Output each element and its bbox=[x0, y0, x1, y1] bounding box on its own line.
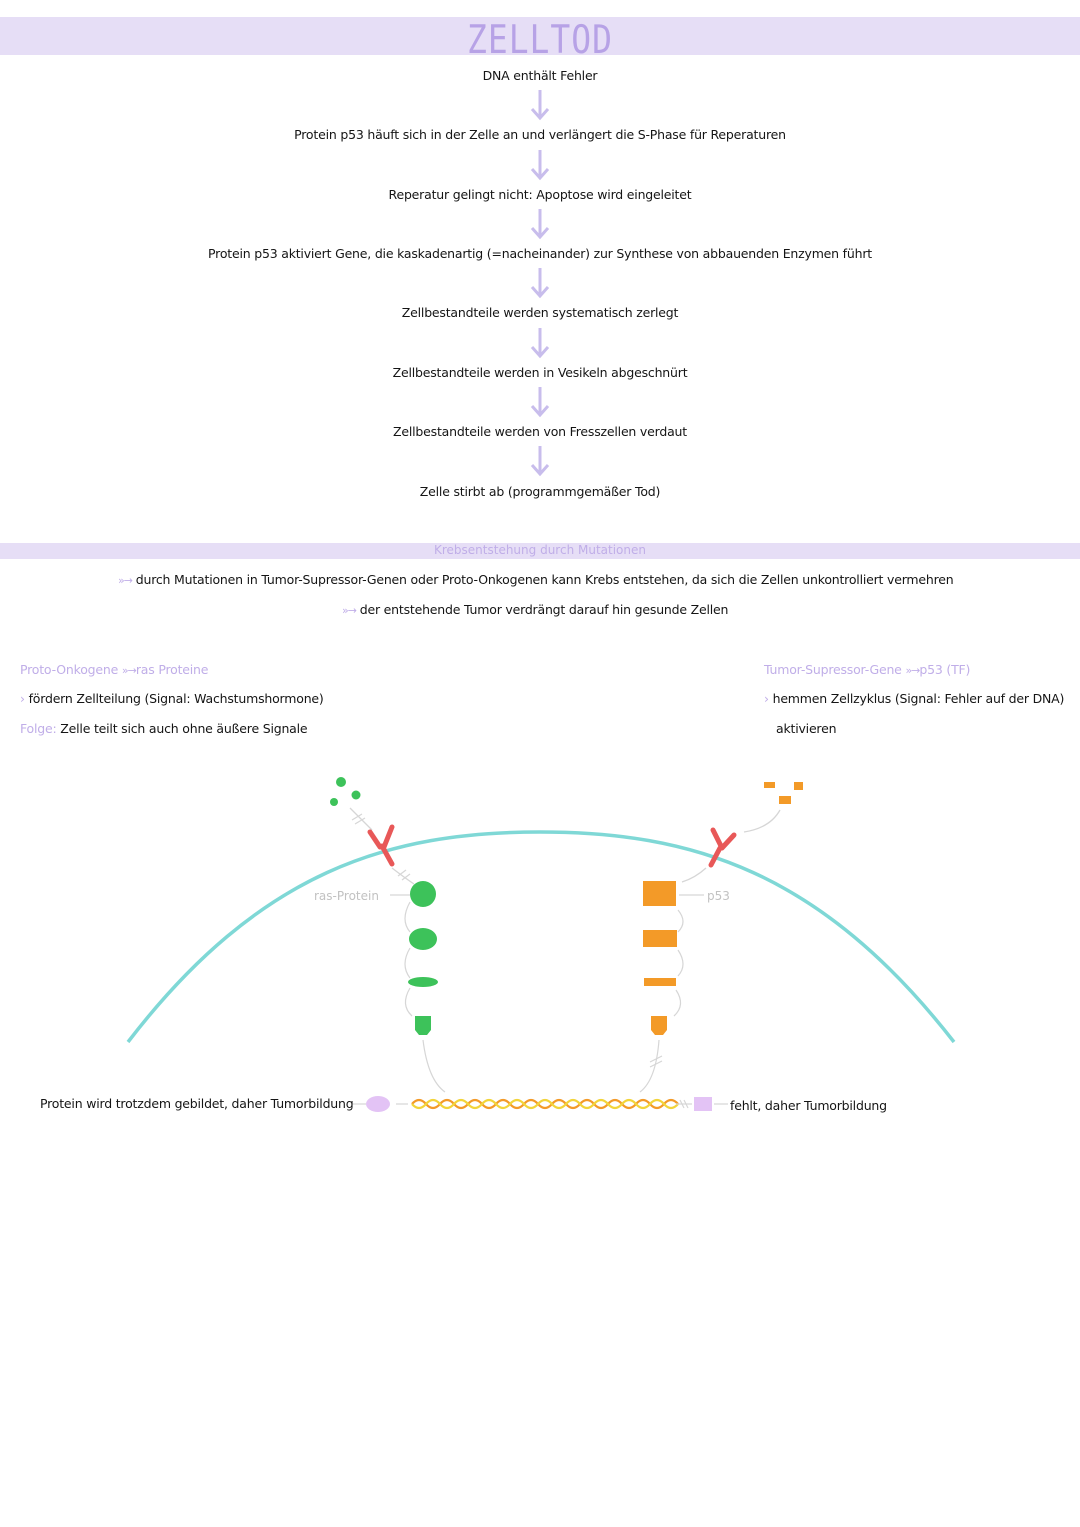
signal-square bbox=[794, 782, 803, 790]
krebs-line-2: »→ der entstehende Tumor verdrängt darau… bbox=[342, 602, 728, 617]
down-arrow-icon bbox=[530, 268, 550, 299]
down-arrow-icon bbox=[530, 209, 550, 240]
right-result-text: fehlt, daher Tumorbildung bbox=[730, 1098, 887, 1113]
flow-step-1: DNA enthält Fehler bbox=[482, 68, 598, 83]
section-heading: Krebsentstehung durch Mutationen bbox=[434, 543, 646, 557]
signal-dot bbox=[330, 798, 338, 806]
signal-square bbox=[779, 796, 791, 804]
left-result-text: Protein wird trotzdem gebildet, daher Tu… bbox=[40, 1096, 353, 1111]
down-arrow-icon bbox=[530, 446, 550, 477]
ras-protein-shape bbox=[410, 881, 436, 907]
ras-protein-shape bbox=[408, 977, 438, 987]
right-bullet-cont: aktivieren bbox=[776, 721, 837, 736]
signal-dot bbox=[336, 777, 346, 787]
ras-protein-shape bbox=[409, 928, 437, 950]
p53-protein-shape bbox=[643, 930, 677, 947]
krebs-line-1: »→ durch Mutationen in Tumor-Supressor-G… bbox=[118, 572, 954, 587]
right-heading: Tumor-Supressor-Gene »→p53 (TF) bbox=[764, 662, 970, 677]
ras-protein-shape bbox=[415, 1016, 431, 1035]
double-arrow-icon: »→ bbox=[121, 664, 137, 677]
krebs-line-1-text: durch Mutationen in Tumor-Supressor-Gene… bbox=[135, 572, 954, 587]
p53-label: p53 bbox=[707, 889, 730, 903]
down-arrow-icon bbox=[530, 387, 550, 418]
ras-protein-label: ras-Protein bbox=[314, 889, 379, 903]
right-heading-text: Tumor-Supressor-Gene bbox=[764, 662, 902, 677]
blocked-signal-arrow bbox=[349, 807, 373, 831]
left-heading: Proto-Onkogene »→ras Proteine bbox=[20, 662, 208, 677]
cell-membrane bbox=[126, 830, 956, 1044]
left-bullet-text: fördern Zellteilung (Signal: Wachstumsho… bbox=[28, 691, 324, 706]
flow-step-5: Zellbestandteile werden systematisch zer… bbox=[401, 305, 679, 320]
left-heading-target: ras Proteine bbox=[135, 662, 209, 677]
dna-strand bbox=[411, 1098, 679, 1110]
receptor-left bbox=[367, 824, 395, 867]
left-folge: Folge: Zelle teilt sich auch ohne äußere… bbox=[20, 721, 308, 736]
flow-step-3: Reperatur gelingt nicht: Apoptose wird e… bbox=[388, 187, 692, 202]
protein-result-left bbox=[366, 1096, 390, 1112]
double-arrow-icon: »→ bbox=[342, 604, 357, 617]
flow-step-8: Zelle stirbt ab (programmgemäßer Tod) bbox=[419, 484, 661, 499]
section-band bbox=[0, 543, 1080, 559]
double-arrow-icon: »→ bbox=[118, 574, 133, 587]
protein-result-right bbox=[694, 1097, 712, 1111]
left-bullet: › fördern Zellteilung (Signal: Wachstums… bbox=[20, 691, 324, 706]
page-title: ZELLTOD bbox=[466, 16, 614, 63]
flow-step-4: Protein p53 aktiviert Gene, die kaskaden… bbox=[208, 246, 872, 261]
down-arrow-icon bbox=[530, 150, 550, 181]
flow-step-6: Zellbestandteile werden in Vesikeln abge… bbox=[392, 365, 688, 380]
p53-protein-shape bbox=[651, 1016, 667, 1035]
p53-protein-shape bbox=[644, 978, 676, 986]
krebs-line-2-text: der entstehende Tumor verdrängt darauf h… bbox=[359, 602, 729, 617]
left-folge-label: Folge: bbox=[20, 721, 57, 736]
down-arrow-icon bbox=[530, 90, 550, 121]
right-bullet-text: hemmen Zellzyklus (Signal: Fehler auf de… bbox=[772, 691, 1065, 706]
double-arrow-icon: »→ bbox=[905, 664, 920, 677]
right-bullet: › hemmen Zellzyklus (Signal: Fehler auf … bbox=[764, 691, 1064, 706]
signal-square bbox=[764, 782, 775, 788]
receptor-right bbox=[708, 827, 737, 868]
left-heading-text: Proto-Onkogene bbox=[20, 662, 119, 677]
left-folge-text: Zelle teilt sich auch ohne äußere Signal… bbox=[60, 721, 308, 736]
down-arrow-icon bbox=[530, 328, 550, 359]
cell-diagram: ras-Protein p53 Protein wird trotzdem ge… bbox=[40, 777, 956, 1113]
bullet-icon: › bbox=[20, 691, 25, 706]
right-heading-target: p53 (TF) bbox=[919, 662, 971, 677]
title-band bbox=[0, 17, 1080, 55]
bullet-icon: › bbox=[764, 691, 769, 706]
flow-step-2: Protein p53 häuft sich in der Zelle an u… bbox=[294, 127, 786, 142]
flow-step-7: Zellbestandteile werden von Fresszellen … bbox=[393, 424, 687, 439]
signal-dot bbox=[351, 790, 361, 800]
p53-protein-shape bbox=[643, 881, 676, 906]
